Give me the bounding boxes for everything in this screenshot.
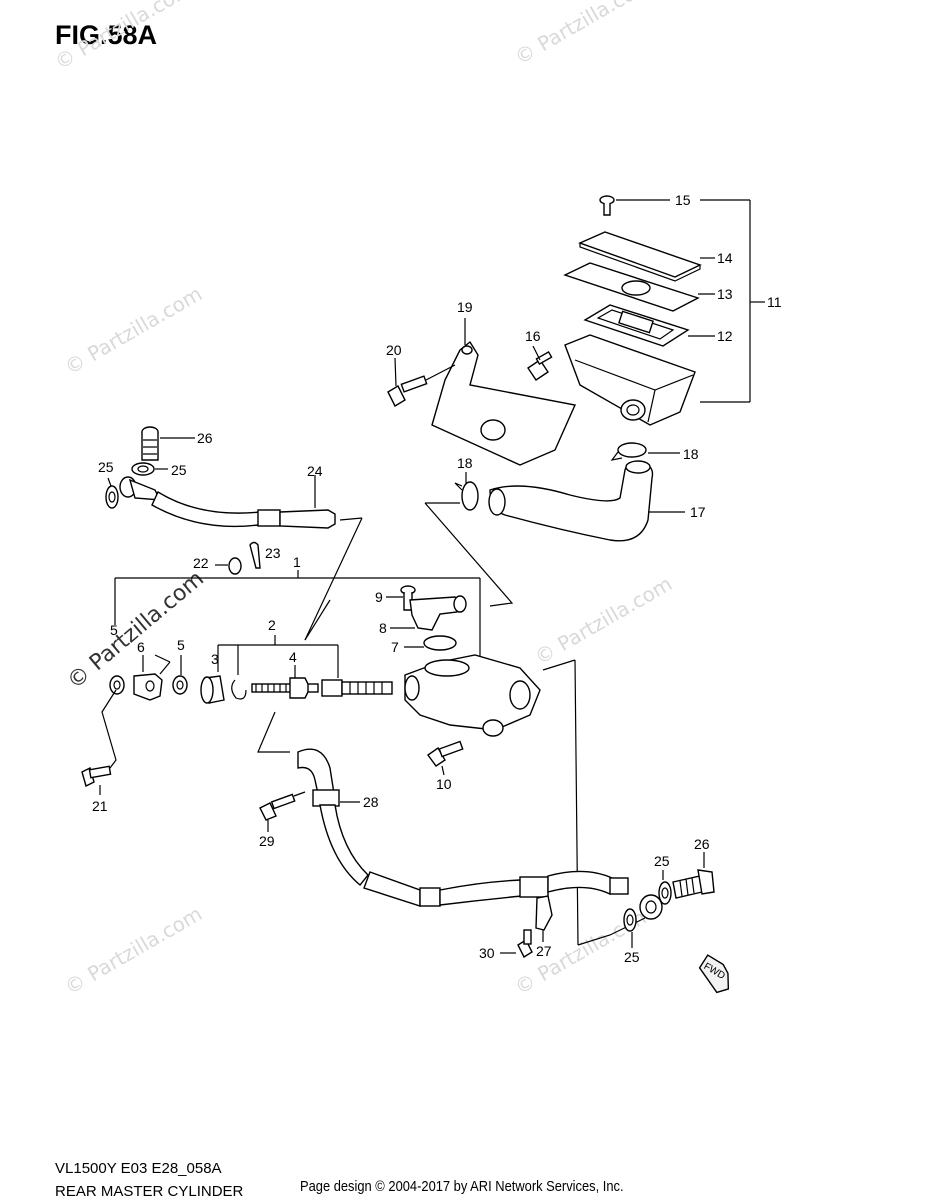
callout-19[interactable]: 19 — [457, 299, 473, 315]
bolt-30[interactable] — [517, 929, 533, 959]
washer-25-upper-left[interactable] — [105, 485, 119, 509]
bolt-16[interactable] — [527, 350, 553, 381]
bolt-21[interactable] — [81, 765, 112, 788]
washer-25-lower-left[interactable] — [623, 908, 637, 932]
callout-27[interactable]: 27 — [536, 943, 552, 959]
callout-24[interactable]: 24 — [307, 463, 323, 479]
callout-26-lower[interactable]: 26 — [694, 836, 710, 852]
hose-clamp-18-top[interactable] — [610, 442, 647, 461]
callout-14[interactable]: 14 — [717, 250, 733, 266]
push-rod-4[interactable] — [251, 677, 319, 699]
brake-hose-27[interactable] — [363, 870, 663, 931]
screw-15[interactable] — [599, 195, 615, 216]
master-cylinder-body-1[interactable] — [404, 654, 541, 737]
callout-20[interactable]: 20 — [386, 342, 402, 358]
figure-title: FIG.58A — [55, 20, 158, 50]
reservoir-hose-28[interactable] — [297, 748, 369, 886]
reservoir-hose-17[interactable] — [488, 460, 654, 542]
callout-26-upper[interactable]: 26 — [197, 430, 213, 446]
callout-13[interactable]: 13 — [717, 286, 733, 302]
callout-16[interactable]: 16 — [525, 328, 541, 344]
cup-3[interactable] — [200, 675, 225, 704]
watermark-text: © Partzilla.com — [51, 0, 197, 74]
piston-assembly-2[interactable] — [321, 679, 393, 697]
callout-25-lower-right[interactable]: 25 — [654, 853, 670, 869]
reservoir-assembly — [563, 195, 765, 426]
circlip-2[interactable] — [231, 679, 247, 700]
watermark-text: © Partzilla.com — [61, 281, 207, 379]
union-bolt-26-upper[interactable] — [141, 426, 159, 461]
callout-11[interactable]: 11 — [767, 294, 782, 310]
callout-6[interactable]: 6 — [137, 639, 145, 655]
callout-3[interactable]: 3 — [211, 651, 219, 667]
callout-23[interactable]: 23 — [265, 545, 281, 561]
callout-10[interactable]: 10 — [436, 776, 452, 792]
bolt-29[interactable] — [259, 793, 296, 821]
callout-29[interactable]: 29 — [259, 833, 275, 849]
boot-ring-5-right[interactable] — [172, 675, 188, 695]
watermark-text: © Partzilla.com — [61, 901, 207, 999]
callout-7[interactable]: 7 — [391, 639, 399, 655]
callout-5-right[interactable]: 5 — [177, 637, 185, 653]
reservoir-body-11[interactable] — [564, 334, 696, 426]
washer-25-upper-right[interactable] — [131, 462, 155, 476]
forward-direction-arrow: FWD — [698, 954, 730, 994]
watermark-text: © Partzilla.com — [531, 571, 677, 669]
boot-6[interactable] — [133, 673, 163, 701]
bolt-20[interactable] — [387, 375, 428, 407]
callout-17[interactable]: 17 — [690, 504, 706, 520]
callout-15[interactable]: 15 — [675, 192, 691, 208]
diaphragm-12[interactable] — [583, 304, 690, 347]
callout-8[interactable]: 8 — [379, 620, 387, 636]
callout-2[interactable]: 2 — [268, 617, 276, 633]
callout-1[interactable]: 1 — [293, 554, 301, 570]
callout-9[interactable]: 9 — [375, 589, 383, 605]
washer-22[interactable] — [228, 557, 242, 575]
callout-18-top[interactable]: 18 — [683, 446, 699, 462]
page-credit: Page design © 2004-2017 by ARI Network S… — [300, 1178, 624, 1195]
callout-4[interactable]: 4 — [289, 649, 297, 665]
union-bolt-26-lower[interactable] — [672, 869, 715, 899]
bracket-19[interactable] — [431, 340, 576, 466]
boot-ring-5-left[interactable] — [109, 675, 125, 695]
watermark-text: © Partzilla.com — [511, 0, 657, 69]
callout-21[interactable]: 21 — [92, 798, 108, 814]
brake-hose-24[interactable] — [119, 476, 336, 529]
callout-5-left[interactable]: 5 — [110, 622, 118, 638]
bolt-10[interactable] — [427, 740, 464, 767]
section-name: REAR MASTER CYLINDER — [55, 1183, 244, 1200]
callout-30[interactable]: 30 — [479, 945, 495, 961]
callout-22[interactable]: 22 — [193, 555, 209, 571]
callout-12[interactable]: 12 — [717, 328, 733, 344]
callout-28[interactable]: 28 — [363, 794, 379, 810]
washer-25-lower-right[interactable] — [658, 881, 672, 905]
callout-18-lower[interactable]: 18 — [457, 455, 473, 471]
o-ring-7[interactable] — [423, 635, 457, 651]
hose-joint-8[interactable] — [409, 595, 467, 631]
callout-25-upper-left[interactable]: 25 — [98, 459, 114, 475]
hose-clamp-18-lower[interactable] — [454, 481, 479, 511]
cotter-pin-23[interactable] — [249, 541, 261, 569]
model-code: VL1500Y E03 E28_058A — [55, 1160, 222, 1177]
callout-labels: 15 14 13 11 12 19 16 20 18 18 17 26 25 2… — [92, 192, 782, 965]
callout-25-lower-left[interactable]: 25 — [624, 949, 640, 965]
callout-25-upper-right[interactable]: 25 — [171, 462, 187, 478]
